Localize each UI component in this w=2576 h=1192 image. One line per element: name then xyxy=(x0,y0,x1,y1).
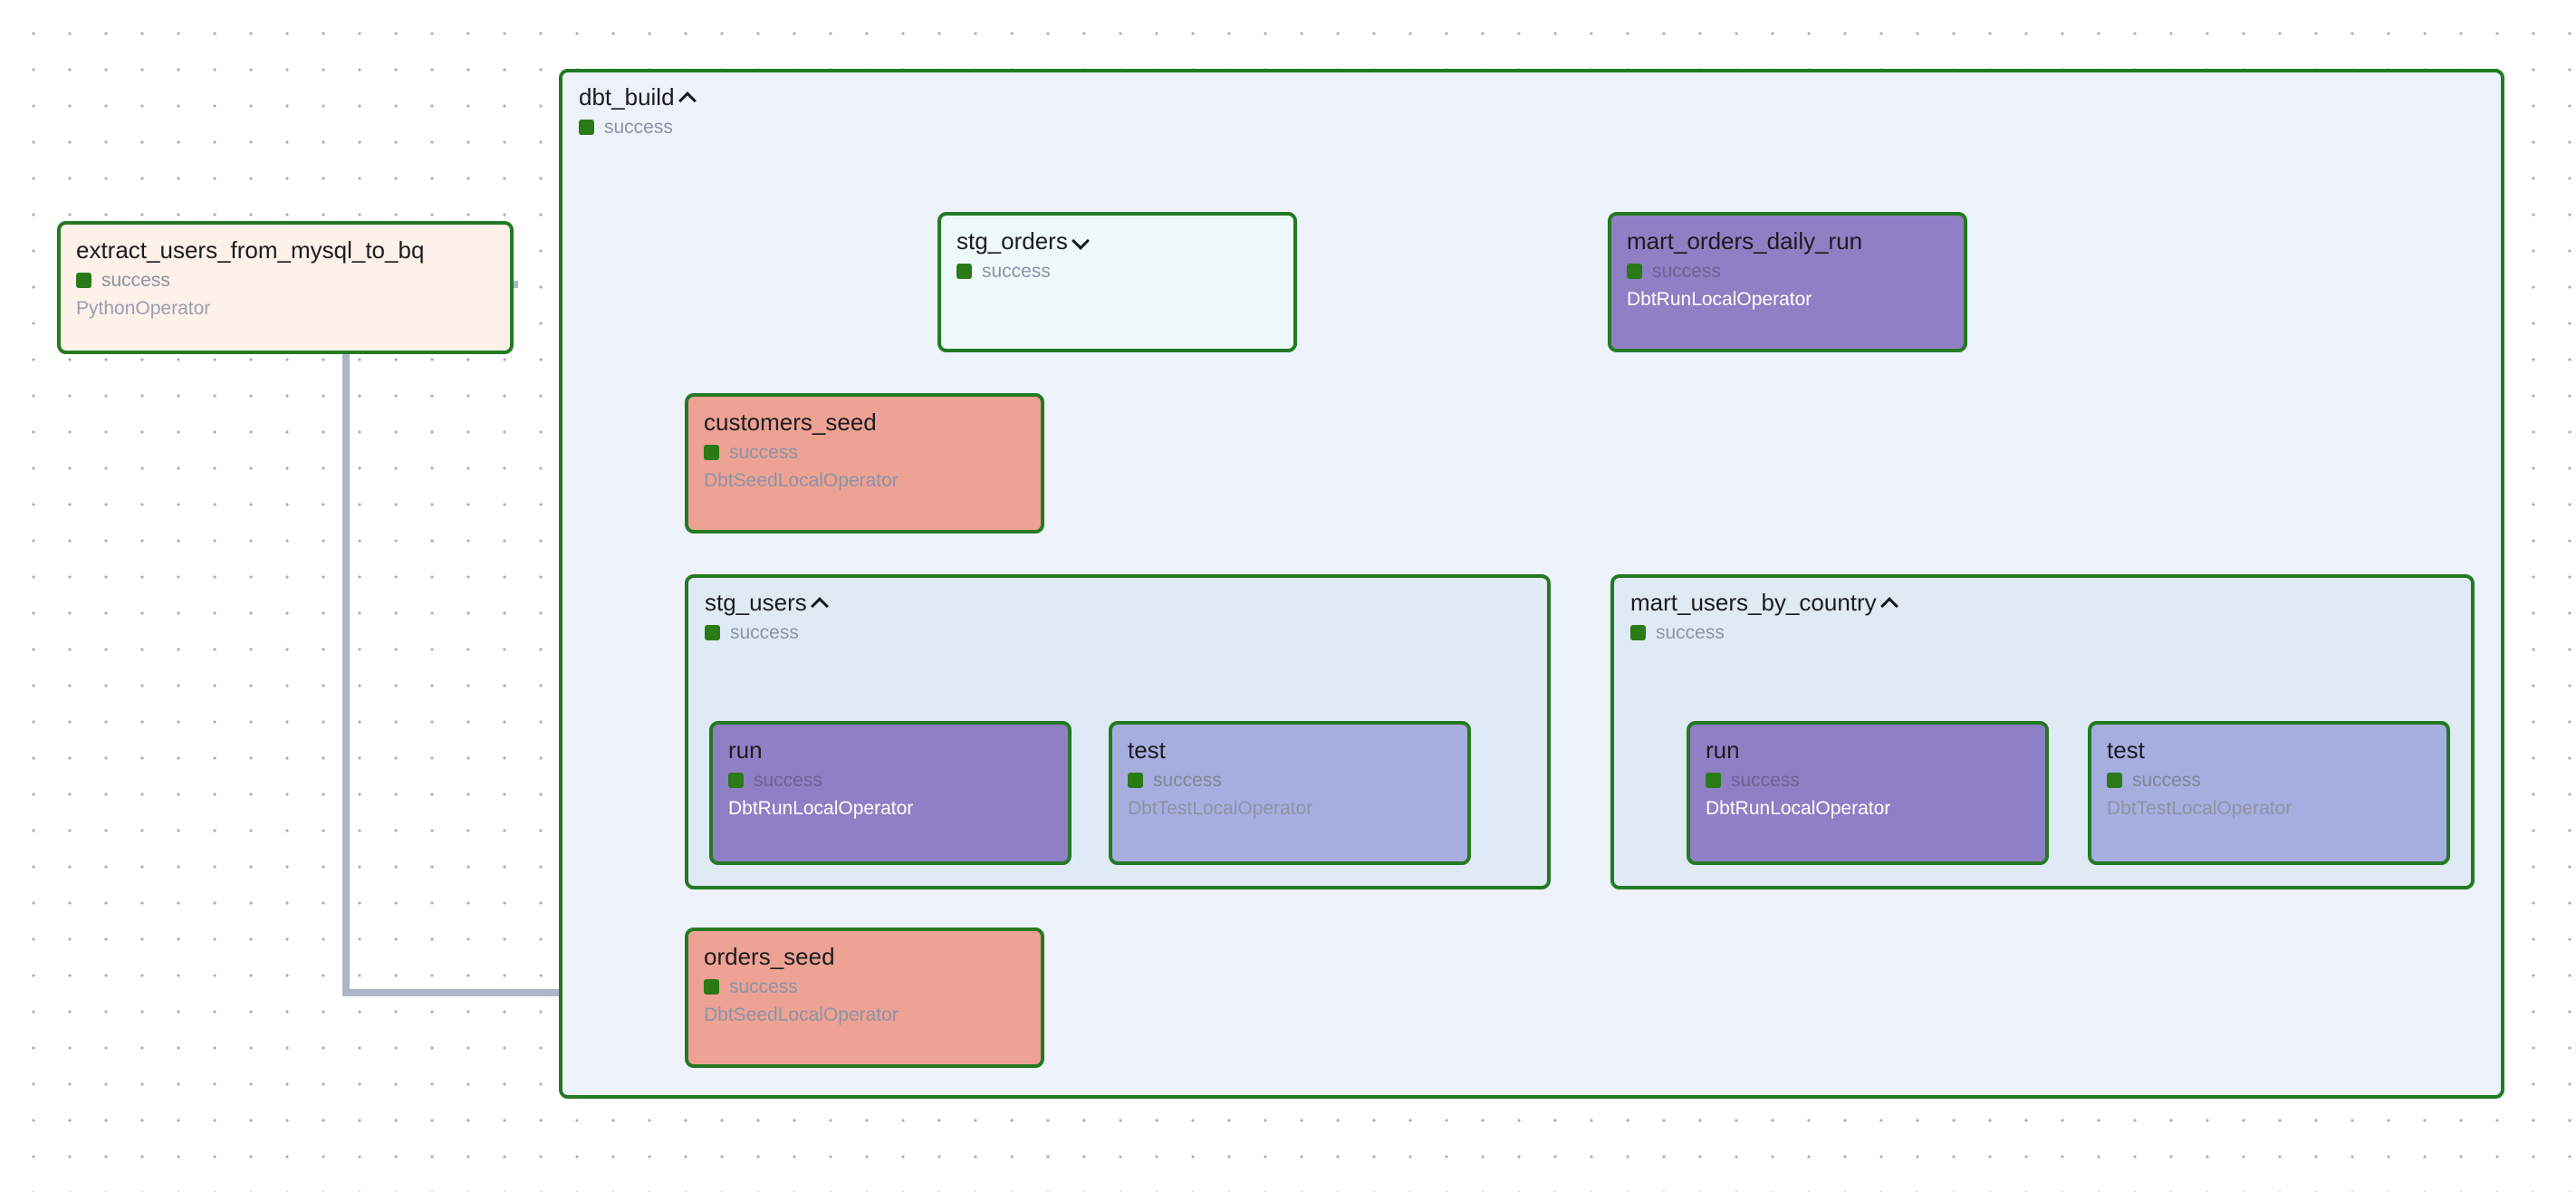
task-node-operator: DbtSeedLocalOperator xyxy=(704,470,899,491)
task-node-mart-orders-daily-run[interactable]: mart_orders_daily_run success DbtRunLoca… xyxy=(1608,212,1967,352)
status-swatch-icon xyxy=(956,264,972,279)
task-node-title: test xyxy=(1128,736,1166,764)
chevron-up-icon[interactable] xyxy=(680,90,695,104)
task-node-stg-users-test[interactable]: test success DbtTestLocalOperator xyxy=(1109,721,1471,865)
status-swatch-icon xyxy=(579,120,594,135)
task-node-title: orders_seed xyxy=(704,943,835,970)
task-node-customers-seed[interactable]: customers_seed success DbtSeedLocalOpera… xyxy=(685,393,1044,534)
task-node-extract-users-from-mysql-to-bq[interactable]: extract_users_from_mysql_to_bq success P… xyxy=(57,221,514,354)
task-node-operator: DbtRunLocalOperator xyxy=(1627,289,1812,310)
task-node-mart-users-test[interactable]: test success DbtTestLocalOperator xyxy=(2088,721,2450,865)
task-node-operator: DbtSeedLocalOperator xyxy=(704,1005,899,1025)
task-node-status-text: success xyxy=(754,770,822,791)
task-node-status-text: success xyxy=(1153,770,1222,791)
task-node-status: success xyxy=(728,770,1068,791)
task-group-mart-users-by-country-status-text: success xyxy=(1656,622,1725,643)
chevron-up-icon[interactable] xyxy=(812,595,827,610)
task-node-status: success xyxy=(2107,770,2446,791)
task-group-mart-users-by-country-title: mart_users_by_country xyxy=(1630,589,1897,616)
task-node-title: extract_users_from_mysql_to_bq xyxy=(76,236,425,264)
task-node-status: success xyxy=(76,270,510,291)
status-swatch-icon xyxy=(1630,625,1646,640)
status-swatch-icon xyxy=(1128,773,1143,788)
task-node-status-text: success xyxy=(729,976,798,997)
task-group-stg-users-title: stg_users xyxy=(705,589,827,616)
task-node-stg-orders-label: stg_orders xyxy=(956,227,1068,255)
task-node-status: success xyxy=(704,976,1041,997)
task-group-dbt-build-label: dbt_build xyxy=(579,83,675,111)
task-node-status: success xyxy=(704,442,1041,463)
status-swatch-icon xyxy=(2107,773,2122,788)
task-node-status-text: success xyxy=(1652,261,1721,282)
task-node-status: success xyxy=(1128,770,1467,791)
task-group-stg-users-status-text: success xyxy=(730,622,799,643)
task-group-dbt-build-status: success xyxy=(579,117,695,138)
task-node-title: test xyxy=(2107,736,2145,764)
task-group-mart-users-by-country-header[interactable]: mart_users_by_country success xyxy=(1630,589,1897,643)
task-node-title: run xyxy=(1706,736,1740,764)
task-node-stg-orders[interactable]: stg_orders success xyxy=(937,212,1297,352)
task-node-orders-seed[interactable]: orders_seed success DbtSeedLocalOperator xyxy=(685,928,1044,1068)
task-group-dbt-build-title: dbt_build xyxy=(579,83,695,111)
task-node-title: mart_orders_daily_run xyxy=(1627,227,1863,255)
task-node-operator: DbtTestLocalOperator xyxy=(1128,798,1313,819)
status-swatch-icon xyxy=(704,445,719,460)
task-node-status-text: success xyxy=(101,270,170,291)
task-group-dbt-build-status-text: success xyxy=(604,117,673,138)
task-group-stg-users-label: stg_users xyxy=(705,589,807,616)
task-group-stg-users-status: success xyxy=(705,622,827,643)
task-node-title: stg_orders xyxy=(956,227,1293,255)
task-node-operator: DbtTestLocalOperator xyxy=(2107,798,2292,819)
task-group-mart-users-by-country-status: success xyxy=(1630,622,1897,643)
task-node-status-text: success xyxy=(729,442,798,463)
task-node-status-text: success xyxy=(1731,770,1800,791)
task-group-stg-users-header[interactable]: stg_users success xyxy=(705,589,827,643)
task-node-status: success xyxy=(1627,261,1964,282)
task-node-status-text: success xyxy=(982,261,1051,282)
status-swatch-icon xyxy=(705,625,720,640)
status-swatch-icon xyxy=(76,273,91,288)
task-node-status: success xyxy=(956,261,1293,282)
task-node-stg-users-run[interactable]: run success DbtRunLocalOperator xyxy=(709,721,1072,865)
status-swatch-icon xyxy=(728,773,744,788)
task-group-mart-users-by-country-label: mart_users_by_country xyxy=(1630,589,1877,616)
edge-drop-to-orders-seed xyxy=(342,281,350,996)
task-node-title: run xyxy=(728,736,763,764)
chevron-down-icon[interactable] xyxy=(1073,234,1088,248)
task-node-operator: DbtRunLocalOperator xyxy=(1706,798,1891,819)
status-swatch-icon xyxy=(704,979,719,995)
edge-into-orders-seed xyxy=(342,989,745,996)
task-node-status: success xyxy=(1706,770,2045,791)
task-node-title: customers_seed xyxy=(704,409,877,436)
task-node-status-text: success xyxy=(2132,770,2201,791)
task-node-operator: DbtRunLocalOperator xyxy=(728,798,914,819)
status-swatch-icon xyxy=(1706,773,1721,788)
task-node-mart-users-run[interactable]: run success DbtRunLocalOperator xyxy=(1687,721,2049,865)
task-group-dbt-build-header[interactable]: dbt_build success xyxy=(579,83,695,138)
status-swatch-icon xyxy=(1627,264,1642,279)
chevron-up-icon[interactable] xyxy=(1882,595,1897,610)
task-node-operator: PythonOperator xyxy=(76,298,211,319)
